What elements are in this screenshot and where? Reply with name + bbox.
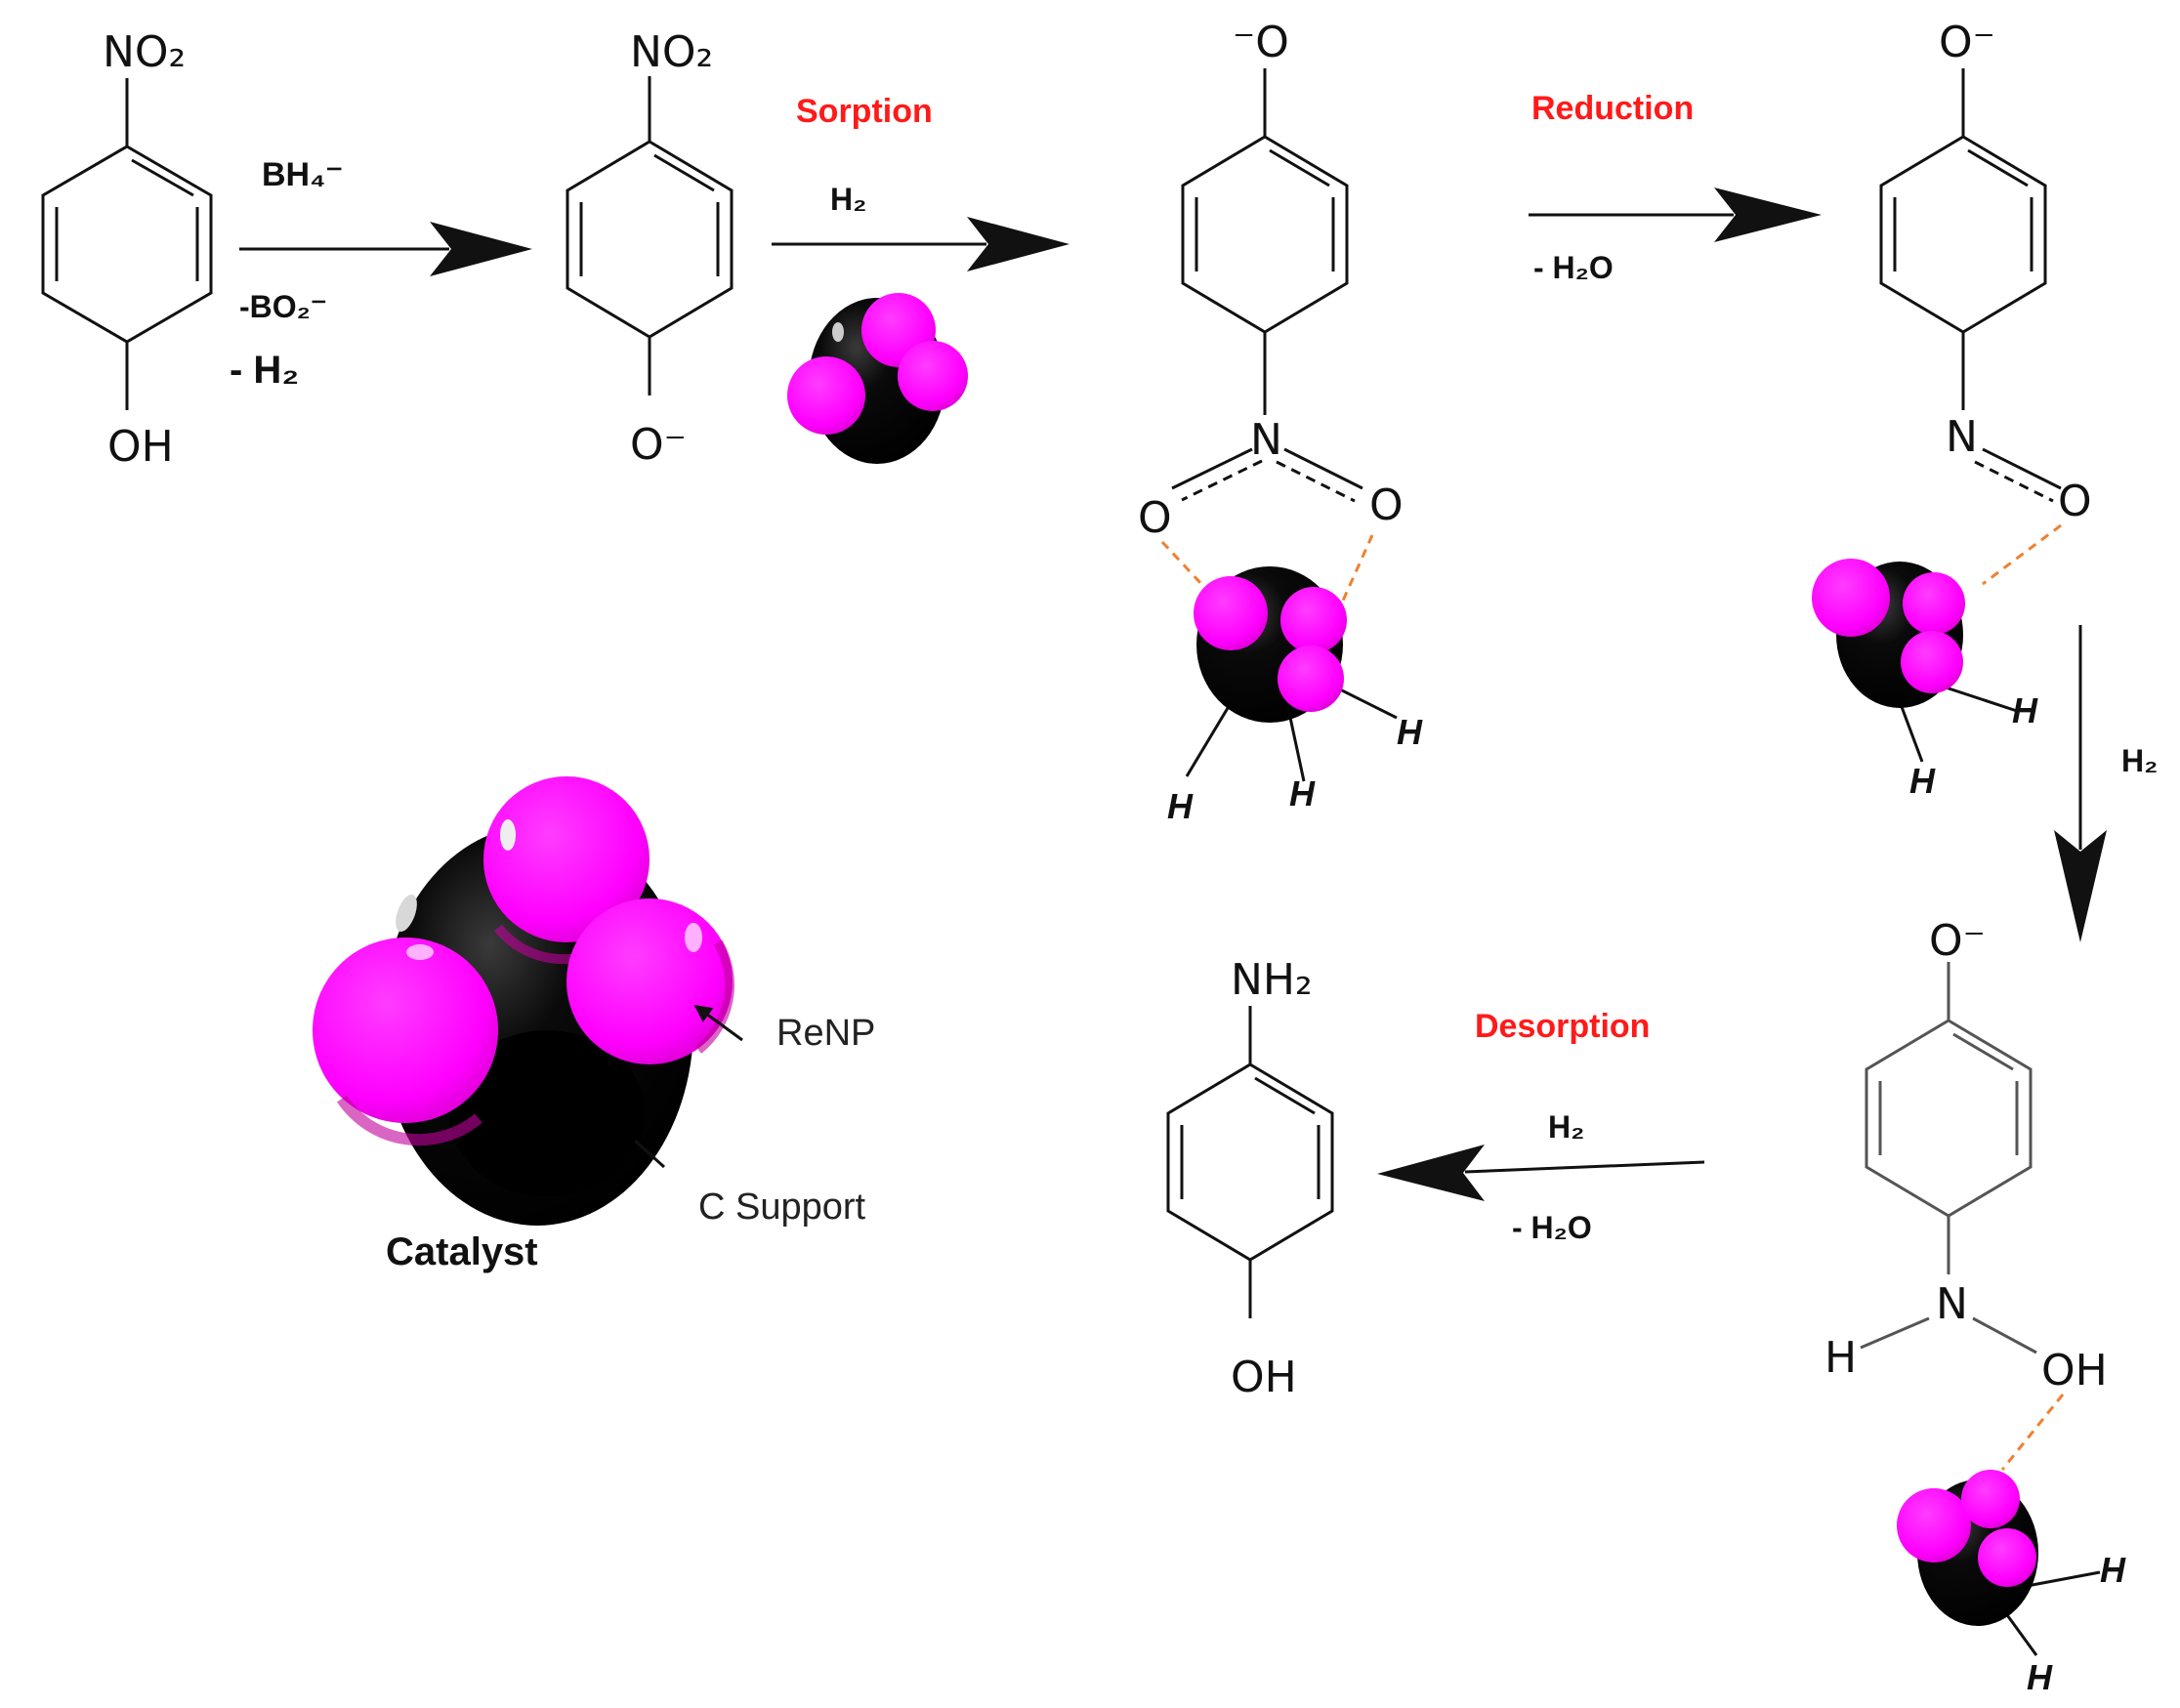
arrow-sorption: Sorption H₂ [772, 93, 1069, 271]
phenolate-oxygen-label: O⁻ [1929, 916, 1986, 966]
amine-group-label: NH₂ [1231, 955, 1313, 1005]
oxygen-left-label: O [1138, 493, 1172, 543]
molecule-hydroxylamine-intermediate: O⁻ N H OH [1824, 916, 2108, 1471]
hydrogen-label: H [2012, 690, 2038, 730]
water-loss-label: - H₂O [1512, 1210, 1592, 1245]
catalyst-particle-nitroso: H H [1812, 559, 2038, 801]
catalyst-particle-adsorbed: H H H [1167, 566, 1423, 826]
sorption-label: Sorption [796, 93, 933, 130]
hydrogen-reagent-label: H₂ [830, 182, 866, 217]
molecule-nitroso-intermediate: O⁻ N O [1879, 18, 2092, 586]
nitrogen-label: N [1250, 415, 1282, 465]
borohydride-label: BH₄⁻ [262, 156, 343, 193]
molecule-adsorbed-nitrophenolate: ⁻O N O O [1138, 18, 1404, 617]
arrow-deprotonation: BH₄⁻ -BO₂⁻ - H₂ [230, 156, 532, 392]
hydrogen-label: H [2027, 1657, 2053, 1697]
oxygen-label: O [2058, 477, 2092, 526]
hydroxyl-group-label: OH [2041, 1346, 2108, 1396]
metaborate-label: -BO₂⁻ [239, 289, 327, 324]
desorption-label: Desorption [1475, 1008, 1650, 1045]
oxygen-right-label: O [1369, 480, 1404, 530]
nitrogen-label: N [1936, 1279, 1968, 1329]
hydrogen-label: H [1824, 1333, 1857, 1383]
hydrogen-label: H [2100, 1550, 2126, 1590]
renp-label: ReNP [776, 1013, 875, 1054]
molecule-4-aminophenol: NH₂ OH [1166, 955, 1334, 1402]
molecule-4-nitrophenolate: NO₂ O⁻ [566, 27, 734, 470]
carbon-support-label: C Support [698, 1187, 866, 1228]
nitro-group-label: NO₂ [103, 27, 186, 77]
arrow-reduction: Reduction - H₂O [1529, 90, 1822, 285]
hydrogen-loss-label: - H₂ [230, 349, 299, 392]
catalyst-particle-small [787, 293, 968, 464]
hydrogen-reagent-label: H₂ [2121, 743, 2158, 778]
arrow-hydrogenation-down: H₂ [2054, 625, 2158, 942]
catalyst-title: Catalyst [386, 1230, 538, 1273]
hydroxyl-group-label: OH [107, 422, 174, 472]
phenolate-oxygen-label: O⁻ [630, 420, 687, 470]
nitrogen-label: N [1946, 412, 1978, 462]
water-loss-label: - H₂O [1533, 250, 1614, 285]
hydrogen-label: H [1909, 761, 1936, 801]
hydrogen-label: H [1167, 786, 1194, 826]
phenolate-oxygen-label: O⁻ [1939, 18, 1995, 67]
hydrogen-label: H [1397, 712, 1423, 752]
re-nanoparticle [483, 776, 650, 942]
reduction-label: Reduction [1531, 90, 1694, 127]
hydroxyl-group-label: OH [1231, 1353, 1297, 1402]
hydrogen-label: H [1289, 773, 1316, 813]
nitro-group-label: NO₂ [630, 27, 713, 77]
catalyst-legend: ReNP C Support Catalyst [313, 776, 875, 1273]
catalyst-particle-hydroxylamine: H H [1897, 1470, 2126, 1697]
re-nanoparticle [313, 937, 498, 1123]
molecule-4-nitrophenol: NO₂ OH [41, 27, 213, 472]
arrow-desorption: Desorption H₂ - H₂O [1377, 1008, 1705, 1245]
hydrogen-reagent-label: H₂ [1548, 1109, 1584, 1145]
phenolate-oxygen-label: ⁻O [1233, 18, 1289, 67]
